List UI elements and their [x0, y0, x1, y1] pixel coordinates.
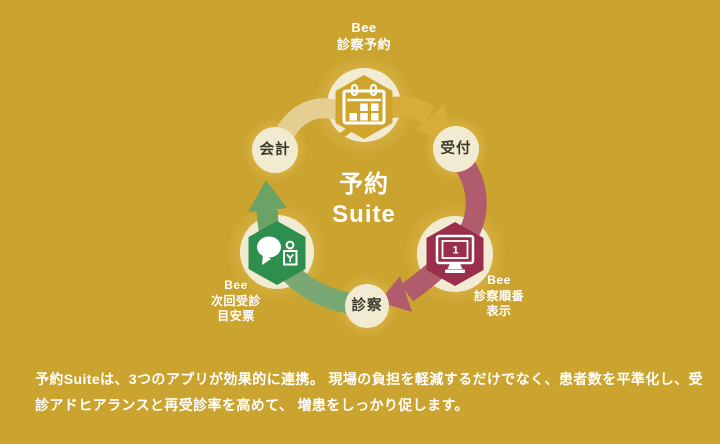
arrowhead-accounting — [248, 180, 287, 212]
app-label-next-visit-line3: 目安票 — [217, 309, 255, 323]
diagram-title: 予約 Suite — [284, 170, 444, 230]
disc-examination — [345, 284, 389, 328]
diagram-title-line1: 予約 — [339, 171, 389, 198]
monitor-number: 1 — [452, 245, 458, 257]
app-label-queue: Bee 診察順番 表示 — [437, 273, 561, 320]
step-label-reception: 受付 — [440, 141, 472, 157]
calendar-icon — [342, 83, 386, 125]
step-label-examination: 診察 — [351, 298, 383, 314]
app-label-next-visit: Bee 次回受診 目安票 — [174, 278, 298, 325]
app-label-next-visit-line1: Bee — [224, 278, 248, 292]
app-label-appointment-line1: Bee — [351, 20, 377, 35]
app-label-appointment-line2: 診察予約 — [336, 37, 391, 52]
step-label-accounting: 会計 — [259, 142, 291, 158]
description-line1: 予約Suiteは、3つのアプリが効果的に連携。 現場の負担を軽減するだけでなく、… — [35, 371, 703, 387]
diagram-title-line2: Suite — [332, 201, 396, 228]
description-line2: 診アドヒアランスと再受診率を高めて、 増患をしっかり促します。 — [35, 397, 469, 413]
app-label-queue-line1: Bee — [487, 273, 511, 287]
disc-reception — [433, 126, 479, 172]
app-label-queue-line3: 表示 — [486, 304, 512, 318]
app-label-next-visit-line2: 次回受診 — [210, 293, 261, 308]
description-paragraph: 予約Suiteは、3つのアプリが効果的に連携。 現場の負担を軽減するだけでなく、… — [35, 366, 713, 418]
app-label-queue-line2: 診察順番 — [473, 288, 524, 303]
disc-accounting — [252, 127, 298, 173]
monitor-icon: 1 — [435, 234, 475, 273]
speech-bubble-icon — [257, 236, 298, 266]
hexagon-queue — [426, 222, 484, 286]
app-label-appointment: Bee 診察予約 — [294, 19, 434, 53]
